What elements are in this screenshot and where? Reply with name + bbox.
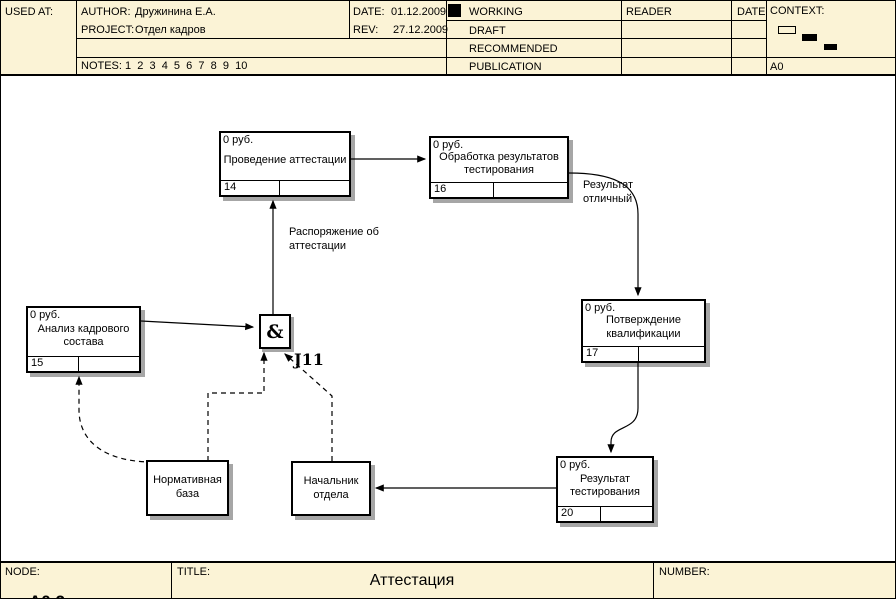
activity-footer: 16 (431, 182, 567, 197)
arrows-layer (75, 155, 642, 492)
rev-label: REV: (353, 24, 379, 36)
kit-header: USED AT: AUTHOR: Дружинина Е.А. PROJECT:… (1, 1, 895, 76)
dashed-arrow-chief-to-junction[interactable] (284, 353, 333, 461)
date-column-label: DATE (737, 6, 766, 18)
project-label: PROJECT: (81, 24, 135, 36)
header-divider (349, 1, 350, 38)
rev-value: 27.12.2009 (393, 24, 449, 36)
activity-title: Результат тестирования (570, 472, 640, 498)
cost-label: 0 руб. (30, 309, 61, 321)
junction-symbol: & (266, 320, 284, 343)
arrow-analysis-to-junction[interactable] (140, 320, 255, 331)
activity-title: Проведение аттестации (223, 153, 347, 166)
working-status-marker[interactable] (448, 4, 461, 17)
header-divider (446, 1, 447, 74)
status-draft[interactable]: DRAFT (469, 25, 506, 37)
footer-divider (653, 563, 654, 598)
referent-title: Начальник отдела (303, 474, 359, 501)
arrow-label-order: Распоряжение об аттестации (289, 226, 379, 252)
referent-department-chief[interactable]: Начальник отдела (291, 461, 371, 516)
author-value: Дружинина Е.А. (135, 6, 216, 18)
status-publication[interactable]: PUBLICATION (469, 61, 542, 73)
context-thumbnail-box-1 (778, 26, 796, 34)
node-number: 17 (583, 347, 639, 361)
activity-title: Потверждение квалификации (605, 314, 681, 340)
header-divider (766, 1, 767, 74)
header-divider (76, 57, 895, 58)
author-label: AUTHOR: (81, 6, 131, 18)
activity-box-processing[interactable]: 0 руб. Обработка результатов тестировани… (429, 136, 569, 199)
diagram-canvas[interactable]: 0 руб. Проведение аттестации 14 0 руб. О… (1, 76, 895, 561)
header-divider (731, 1, 732, 74)
node-label: NODE: (5, 566, 40, 578)
kit-footer: NODE: TITLE: NUMBER: Аттестация A0.2 (1, 561, 895, 598)
date-label: DATE: (353, 6, 385, 18)
notes-values: 1 2 3 4 5 6 7 8 9 10 (125, 60, 248, 72)
diagram-title: Аттестация (369, 572, 455, 589)
number-label: NUMBER: (659, 566, 710, 578)
activity-box-test-result[interactable]: 0 руб. Результат тестирования 20 (556, 456, 654, 523)
status-working[interactable]: WORKING (469, 6, 523, 18)
activity-box-attestation[interactable]: 0 руб. Проведение аттестации 14 (219, 131, 351, 197)
junction-label: J11 (294, 350, 324, 369)
status-recommended[interactable]: RECOMMENDED (469, 43, 558, 55)
activity-footer: 15 (28, 356, 139, 371)
arrow-processing-to-confirmation[interactable] (568, 172, 642, 297)
node-number: 20 (558, 507, 602, 521)
footer-divider (171, 563, 172, 598)
cost-label: 0 руб. (585, 302, 616, 314)
dashed-arrow-normbase-to-junction[interactable] (207, 351, 268, 461)
context-thumbnail-box-3 (824, 44, 837, 50)
cost-label: 0 руб. (433, 139, 464, 151)
node-number: 14 (221, 181, 280, 195)
notes-label: NOTES: (81, 60, 122, 72)
node-number-value: A0.2 (29, 592, 65, 598)
arrow-label-result: Результат отличный (583, 179, 634, 205)
activity-title: Обработка результатов тестирования (439, 150, 559, 176)
activity-footer: 14 (221, 180, 349, 195)
header-divider (446, 20, 766, 21)
node-number: 16 (431, 183, 494, 197)
and-junction[interactable]: & (259, 314, 291, 349)
cost-label: 0 руб. (223, 134, 254, 146)
used-at-label: USED AT: (5, 6, 54, 18)
activity-footer: 20 (558, 506, 652, 521)
referent-title: Нормативная база (153, 474, 222, 500)
dashed-arrow-normbase-to-analysis[interactable] (75, 375, 154, 463)
header-divider (76, 1, 77, 74)
activity-box-analysis[interactable]: 0 руб. Анализ кадрового состава 15 (26, 306, 141, 373)
activity-box-confirmation[interactable]: 0 руб. Потверждение квалификации 17 (581, 299, 706, 363)
context-label: CONTEXT: (770, 5, 825, 17)
title-label: TITLE: (177, 566, 211, 578)
reader-column-label: READER (626, 6, 672, 18)
project-value: Отдел кадров (135, 24, 206, 36)
activity-title: Анализ кадрового состава (37, 322, 130, 348)
date-value: 01.12.2009 (391, 6, 447, 18)
context-thumbnail-box-2 (802, 34, 817, 41)
cost-label: 0 руб. (560, 459, 591, 471)
node-number: 15 (28, 357, 80, 371)
header-divider (621, 1, 622, 74)
arrow-confirmation-to-result[interactable] (607, 363, 639, 454)
referent-normative-base[interactable]: Нормативная база (146, 460, 229, 516)
context-node-value: A0 (770, 61, 784, 73)
header-divider (76, 38, 766, 39)
activity-footer: 17 (583, 346, 704, 361)
